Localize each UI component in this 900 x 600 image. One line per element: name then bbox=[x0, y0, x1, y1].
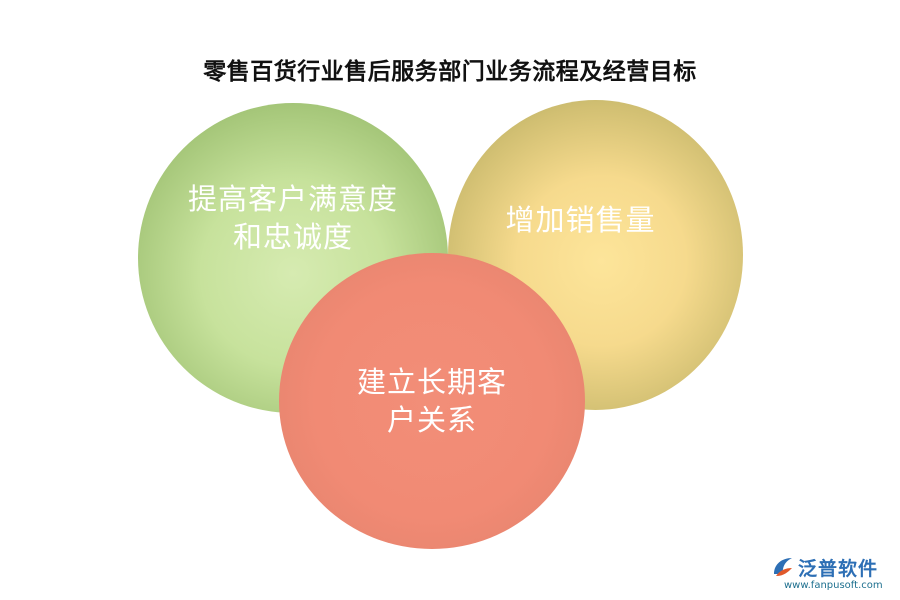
brand-name: 泛普软件 bbox=[798, 558, 879, 580]
brand-logo: 泛普软件 www.fanpusoft.com bbox=[770, 552, 890, 592]
goal-label-sales: 增加销售量 bbox=[505, 203, 656, 237]
goal-label-relationship: 建立长期客 户关系 bbox=[356, 365, 507, 437]
goal-label-satisfaction: 提高客户满意度 和忠诚度 bbox=[187, 182, 398, 254]
diagram-title: 零售百货行业售后服务部门业务流程及经营目标 bbox=[203, 59, 697, 85]
goal-circle-relationship: 建立长期客 户关系 bbox=[279, 253, 585, 549]
brand-url: www.fanpusoft.com bbox=[784, 580, 883, 591]
logo-icon bbox=[774, 558, 792, 576]
